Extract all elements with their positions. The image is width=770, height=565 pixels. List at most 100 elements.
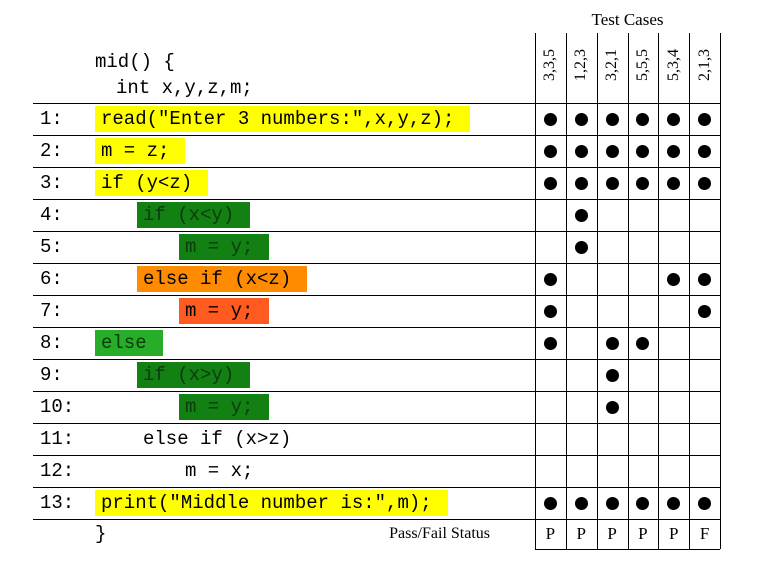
code-statement: m = y; (179, 298, 270, 324)
coverage-dot (667, 112, 681, 126)
coverage-dot (574, 240, 588, 254)
coverage-dot (698, 144, 712, 158)
code-statement: m = z; (95, 138, 186, 164)
coverage-dot (698, 496, 712, 510)
test-case-column-label: 5,3,4 (658, 30, 689, 100)
pass-fail-value: P (545, 524, 556, 543)
line-number: 7: (40, 300, 63, 322)
coverage-dot (605, 112, 619, 126)
pass-fail-value: P (669, 524, 679, 543)
test-case-column-label: 2,1,3 (689, 30, 720, 100)
test-case-label-text: 1,2,3 (572, 49, 590, 81)
grid-vertical-line (596, 33, 598, 549)
code-statement: if (x>y) (137, 362, 251, 388)
coverage-dot (543, 336, 557, 350)
line-number: 2: (40, 140, 63, 162)
code-line-function-declaration: mid() { (95, 51, 175, 73)
grid-vertical-line (689, 33, 691, 549)
code-statement: else if (x<z) (137, 266, 308, 292)
grid-horizontal-line (33, 359, 720, 360)
pass-fail-value: P (638, 524, 648, 543)
pass-fail-value: P (607, 524, 617, 543)
line-number: 11: (40, 428, 75, 450)
test-cases-title: Test Cases (591, 10, 664, 29)
coverage-dot (605, 176, 619, 190)
line-number: 1: (40, 108, 63, 130)
code-statement: else if (x>z) (143, 428, 292, 450)
coverage-dot (667, 272, 681, 286)
grid-bottom-line (535, 549, 720, 550)
grid-horizontal-line (33, 391, 720, 392)
line-number: 4: (40, 204, 63, 226)
coverage-dot (605, 400, 619, 414)
test-case-column-label: 5,5,5 (628, 30, 659, 100)
code-statement: m = y; (179, 234, 270, 260)
code-statement: else (95, 330, 163, 356)
coverage-dot (543, 144, 557, 158)
grid-horizontal-line (33, 135, 720, 136)
grid-vertical-line (627, 33, 629, 549)
code-statement: print("Middle number is:",m); (95, 490, 448, 516)
code-statement: if (x<y) (137, 202, 251, 228)
pass-fail-status-label: Pass/Fail Status (389, 525, 490, 542)
coverage-dot (574, 496, 588, 510)
line-number: 6: (40, 268, 63, 290)
coverage-dot (574, 144, 588, 158)
grid-horizontal-line (33, 455, 720, 456)
coverage-dot (543, 272, 557, 286)
line-number: 10: (40, 396, 75, 418)
coverage-dot (698, 112, 712, 126)
grid-horizontal-line (33, 487, 720, 488)
grid-horizontal-line (33, 423, 720, 424)
coverage-dot (698, 304, 712, 318)
grid-horizontal-line (33, 199, 720, 200)
coverage-dot (543, 304, 557, 318)
coverage-dot (605, 496, 619, 510)
coverage-dot (698, 176, 712, 190)
coverage-dot (605, 144, 619, 158)
coverage-dot (636, 144, 650, 158)
line-number: 5: (40, 236, 63, 258)
coverage-dot (636, 336, 650, 350)
grid-horizontal-line (33, 231, 720, 232)
test-case-column-label: 3,2,1 (597, 30, 628, 100)
code-statement: m = x; (185, 460, 254, 482)
coverage-dot (636, 112, 650, 126)
line-number: 8: (40, 332, 63, 354)
line-number: 3: (40, 172, 63, 194)
line-number: 12: (40, 460, 75, 482)
code-line-variable-declaration: int x,y,z,m; (116, 77, 253, 99)
test-case-column-label: 3,3,5 (535, 30, 566, 100)
grid-horizontal-line (33, 327, 720, 328)
coverage-dot (543, 496, 557, 510)
coverage-dot (543, 112, 557, 126)
code-statement: read("Enter 3 numbers:",x,y,z); (95, 106, 471, 132)
test-case-label-text: 2,1,3 (695, 49, 713, 81)
closing-brace: } (95, 523, 107, 545)
coverage-dot (605, 336, 619, 350)
line-number: 9: (40, 364, 63, 386)
grid-horizontal-line (33, 519, 720, 520)
grid-vertical-line (565, 33, 567, 549)
coverage-dot (636, 176, 650, 190)
grid-horizontal-line (33, 103, 720, 104)
coverage-dot (574, 208, 588, 222)
coverage-dot (543, 176, 557, 190)
pass-fail-value: P (576, 524, 586, 543)
code-statement: if (y<z) (95, 170, 209, 196)
coverage-dot (636, 496, 650, 510)
grid-vertical-line (658, 33, 660, 549)
test-case-label-text: 5,3,4 (664, 49, 682, 81)
test-case-label-text: 3,3,5 (541, 49, 559, 81)
test-case-label-text: 3,2,1 (603, 49, 621, 81)
coverage-dot (667, 176, 681, 190)
test-case-column-label: 1,2,3 (566, 30, 597, 100)
grid-vertical-line (535, 33, 536, 549)
coverage-dot (667, 144, 681, 158)
grid-horizontal-line (33, 263, 720, 264)
grid-horizontal-line (33, 167, 720, 168)
test-case-label-text: 5,5,5 (633, 49, 651, 81)
coverage-dot (698, 272, 712, 286)
code-statement: m = y; (179, 394, 270, 420)
